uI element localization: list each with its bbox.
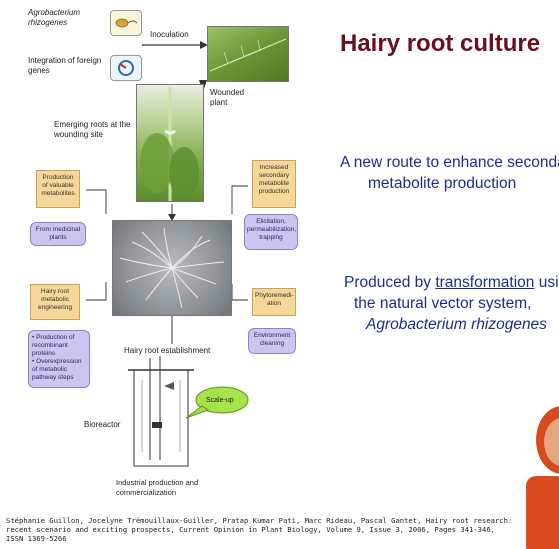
citation-line3: ISSN 1369-5266	[6, 534, 526, 543]
citation-line1: Stéphanie Guillon, Jocelyne Trémouillaux…	[6, 516, 526, 525]
bioreactor-label: Bioreactor	[84, 420, 120, 430]
citation: Stéphanie Guillon, Jocelyne Trémouillaux…	[6, 516, 526, 543]
box-metabolic-engineering: Hairy root metabolic engineering	[30, 284, 80, 320]
transformation-link[interactable]: transformation	[435, 274, 534, 291]
scaleup-label: Scale-up	[206, 396, 234, 406]
process-diagram: Agrobacterium rhizogenes Inoculation Int…	[0, 0, 300, 510]
industrial-label: Industrial production and commercializat…	[116, 478, 216, 498]
slide-title: Hairy root culture	[340, 30, 540, 58]
bullet-overexpression: • Overexpression of metabolic pathway st…	[32, 358, 86, 382]
point2-line2: the natural vector system,	[344, 293, 556, 314]
bullet-secondary-metabolite: A new route to enhance secondary metabol…	[340, 152, 555, 194]
bubble-environment-cleaning: Environment cleaning	[248, 328, 296, 354]
bullet-transformation: Produced by transformation using the nat…	[344, 272, 556, 335]
point2-line3: Agrobacterium rhizogenes	[344, 314, 556, 335]
bubble-recombinant: • Production of recombinant proteins • O…	[28, 330, 90, 388]
point2-prefix: Produced by	[344, 274, 435, 291]
box-phytoremediation: Phytoremedi-ation	[252, 288, 296, 316]
bullet-recombinant-proteins: • Production of recombinant proteins	[32, 334, 86, 358]
point2-suffix: using	[534, 274, 559, 291]
point1-line1: A new route to enhance secondary	[340, 152, 555, 173]
establishment-label: Hairy root establishment	[124, 346, 210, 356]
point1-line2: metabolite production	[340, 173, 555, 194]
citation-line2: recent scenario and exciting prospects, …	[6, 525, 526, 534]
presenter-video	[522, 380, 559, 549]
hairy-root-photo	[112, 220, 232, 316]
